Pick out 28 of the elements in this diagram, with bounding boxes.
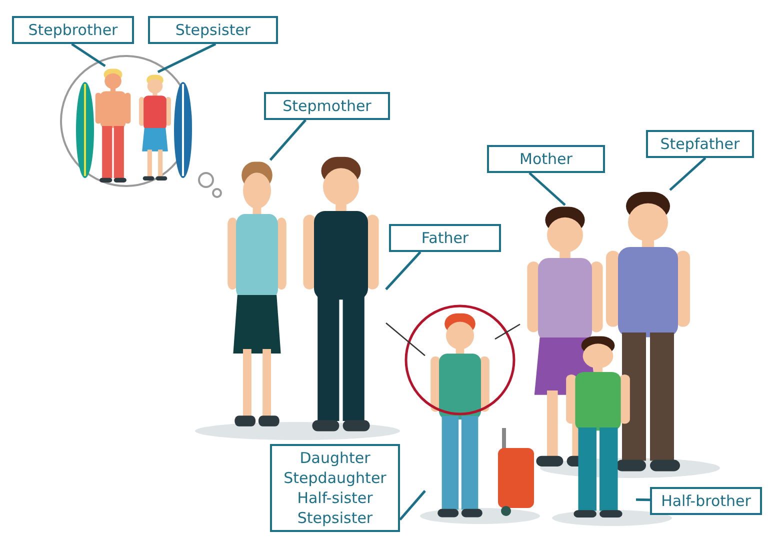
role-label: Half-brother [661,491,751,511]
role-label: Stepmother [282,96,372,116]
leader-line [71,42,106,68]
callout-box [389,224,501,252]
role-label: Stepbrother [28,20,118,40]
role-label: Stepsister [175,20,251,40]
role-label: Stepdaughter [284,468,386,488]
callout-box [148,16,278,44]
callout-box [487,145,605,173]
role-label: Daughter [300,448,370,468]
callout-box [646,130,754,158]
leader-line [386,322,426,356]
leader-line [669,157,706,191]
role-label: Mother [520,149,572,169]
leader-line [385,251,422,290]
role-label: Stepfather [660,134,740,154]
callout-box [12,16,134,44]
leader-line [528,172,566,206]
callout-box [270,444,400,532]
leader-line [269,119,307,161]
role-label: Half-sister [297,488,373,508]
leader-line [399,490,426,520]
leader-line [636,498,650,502]
role-label: Father [421,228,469,248]
callout-box [264,92,390,120]
role-label: Stepsister [297,508,373,528]
leader-line [157,42,216,74]
callout-box [650,487,762,515]
